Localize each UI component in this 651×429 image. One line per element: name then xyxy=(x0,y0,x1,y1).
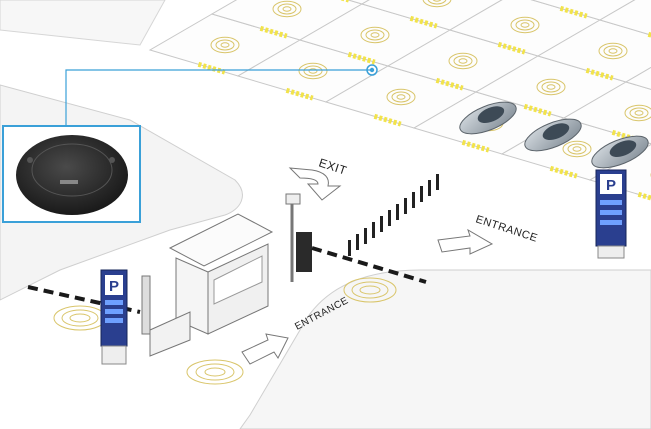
parking-sign-symbol: P xyxy=(109,278,119,295)
bay-stripe xyxy=(497,41,526,55)
bay-sensor-ring xyxy=(370,32,380,38)
parking-bay xyxy=(624,66,651,90)
parking-sign-left: P xyxy=(100,269,128,365)
bay-sensor-ring xyxy=(422,0,452,8)
parked-car xyxy=(591,135,649,169)
bay-sensor-ring xyxy=(603,45,623,57)
bay-sensor-ring xyxy=(220,42,230,48)
gate-spike xyxy=(364,228,367,244)
bay-sensor-ring xyxy=(629,107,649,119)
gate-sensor-zone xyxy=(186,359,244,385)
parked-car xyxy=(524,118,582,152)
bay-sensor-ring xyxy=(277,3,297,15)
bay-sensor-ring xyxy=(308,68,318,74)
bay-sensor-ring xyxy=(448,52,478,70)
entrance-arrow-icon xyxy=(241,333,289,365)
bay-stripe xyxy=(559,5,588,19)
parking-bay-grid xyxy=(148,0,651,201)
bay-sensor-ring xyxy=(458,58,468,64)
sensor-device-icon xyxy=(16,135,128,215)
bay-sensor-ring xyxy=(282,6,292,12)
bay-sensor-ring xyxy=(303,65,323,77)
toll-booth xyxy=(141,193,312,357)
parking-bay xyxy=(598,0,651,36)
bay-sensor-ring xyxy=(541,81,561,93)
bay-sensor-ring xyxy=(634,110,644,116)
bay-sensor-ring xyxy=(360,26,390,44)
gate-spike xyxy=(380,216,383,232)
exit-arrow-icon xyxy=(288,167,342,201)
bay-sensor-ring xyxy=(546,84,556,90)
parking-sign-right: P xyxy=(595,169,627,259)
bay-sensor-ring xyxy=(572,146,582,152)
bay-stripe xyxy=(461,139,490,153)
gate-spike xyxy=(372,222,375,238)
bay-sensor-ring xyxy=(215,39,235,51)
bay-stripe xyxy=(523,103,552,117)
sensor-closeup-panel xyxy=(2,125,141,223)
gate-spike xyxy=(412,192,415,208)
bay-sensor-ring xyxy=(598,42,628,60)
bay-stripe xyxy=(285,87,314,101)
bay-sensor-ring xyxy=(272,0,302,18)
bay-sensor-ring xyxy=(453,55,473,67)
parked-car xyxy=(459,101,517,135)
bay-sensor-ring xyxy=(391,91,411,103)
barrier-arm-left xyxy=(27,285,141,314)
bay-sensor-ring xyxy=(608,48,618,54)
bay-sensor-ring xyxy=(210,36,240,54)
bay-stripe xyxy=(549,165,578,179)
entrance-arrow-icon xyxy=(437,228,494,255)
sensor-callout xyxy=(65,64,378,125)
bay-sensor-ring xyxy=(510,16,540,34)
bay-sensor-ring xyxy=(562,140,592,158)
gate-spike xyxy=(356,234,359,250)
gate-spike xyxy=(396,204,399,220)
gate-spike xyxy=(404,198,407,214)
gate-sensor-zone xyxy=(343,277,397,303)
bay-stripe xyxy=(373,113,402,127)
bay-sensor-ring xyxy=(515,19,535,31)
bay-sensor-ring xyxy=(624,104,651,122)
bay-sensor-ring xyxy=(365,29,385,41)
gate-spike xyxy=(428,180,431,196)
bay-stripe xyxy=(435,77,464,91)
bay-stripe xyxy=(197,61,226,75)
gate-spike xyxy=(436,174,439,190)
bay-sensor-ring xyxy=(567,143,587,155)
gate-spike xyxy=(348,240,351,256)
parking-sign-symbol: P xyxy=(606,177,616,194)
bay-sensor-ring xyxy=(298,62,328,80)
barrier-arm-right xyxy=(311,246,427,284)
bay-stripe xyxy=(637,191,651,201)
bay-stripe xyxy=(259,25,288,39)
gate-sensor-zone xyxy=(53,305,107,331)
bay-sensor-ring xyxy=(432,0,442,2)
bay-sensor-ring xyxy=(396,94,406,100)
bay-stripe xyxy=(409,15,438,29)
gate-spikes xyxy=(348,174,439,256)
bay-sensor-ring xyxy=(536,78,566,96)
bay-sensor-ring xyxy=(427,0,447,5)
parking-bay xyxy=(346,0,370,5)
bay-stripe xyxy=(585,67,614,81)
bay-sensor-ring xyxy=(520,22,530,28)
gate-spike xyxy=(388,210,391,226)
gate-spike xyxy=(420,186,423,202)
bay-stripe xyxy=(347,51,376,65)
bay-sensor-ring xyxy=(386,88,416,106)
